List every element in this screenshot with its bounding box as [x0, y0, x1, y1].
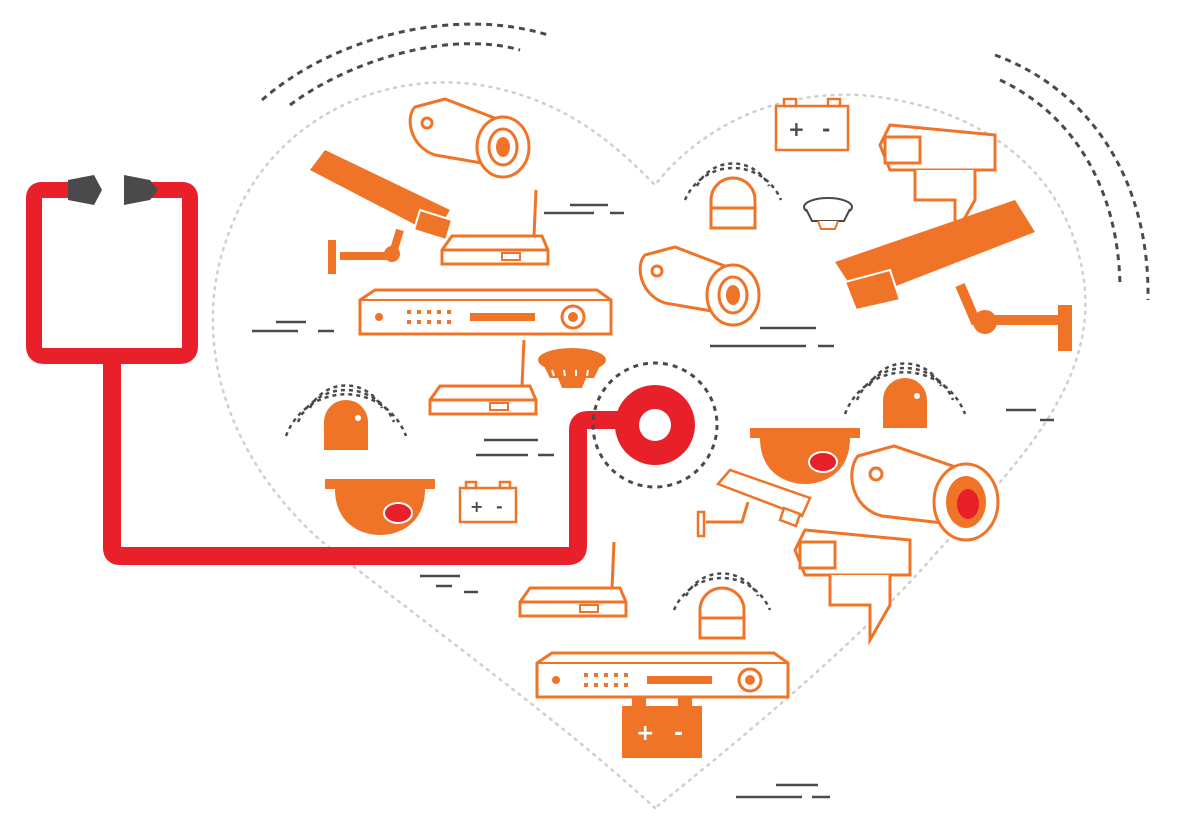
motion-lines — [252, 203, 1054, 799]
alarm-siren-icon — [284, 384, 408, 452]
ear-tip-right — [124, 175, 158, 205]
battery-plus: + — [788, 117, 805, 141]
dvr-recorder-icon — [358, 288, 613, 336]
battery-icon: + - — [774, 97, 850, 152]
battery-minus: - — [822, 117, 830, 141]
router-icon — [440, 188, 550, 266]
alarm-siren-icon — [843, 362, 967, 430]
ear-tip-left — [68, 175, 102, 205]
router-icon — [428, 338, 538, 416]
alarm-siren-icon — [683, 161, 783, 230]
battery-plus: + — [636, 721, 654, 746]
battery-icon: + - — [622, 698, 702, 758]
box-camera-icon — [793, 528, 912, 642]
battery-plus: + — [470, 497, 483, 516]
alarm-siren-icon — [672, 571, 772, 640]
battery-icon: + - — [458, 480, 518, 524]
battery-minus: - — [496, 497, 503, 516]
battery-minus: - — [674, 721, 683, 746]
bullet-camera-icon — [408, 97, 531, 179]
smoke-detector-icon — [537, 347, 607, 389]
box-camera-icon — [835, 200, 1072, 351]
bullet-camera-icon — [850, 444, 1000, 542]
box-camera-icon — [310, 150, 452, 274]
dome-camera-icon — [749, 427, 861, 485]
signal-arcs-top-left — [261, 22, 549, 107]
dvr-recorder-icon — [535, 651, 790, 699]
dome-camera-icon — [324, 478, 436, 536]
signal-arcs-right — [994, 53, 1150, 301]
box-camera-icon — [696, 468, 812, 538]
stethoscope-icon — [26, 175, 719, 565]
smoke-detector-icon — [803, 197, 853, 230]
bullet-camera-icon — [638, 245, 761, 327]
